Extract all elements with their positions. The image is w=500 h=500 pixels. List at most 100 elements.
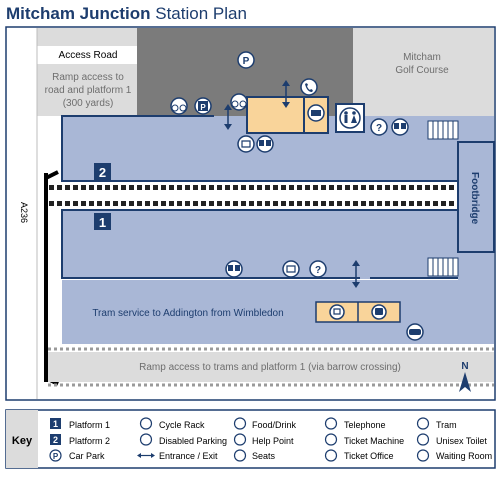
- tram-service-label: Tram service to Addington from Wimbledon: [92, 308, 283, 319]
- key-label: Food/Drink: [252, 420, 297, 430]
- key-label: Disabled Parking: [159, 436, 227, 446]
- platform-1-edge: [61, 209, 360, 279]
- key-label: Cycle Rack: [159, 420, 205, 430]
- title-bold: Mitcham Junction: [6, 4, 151, 23]
- key-item-telephone: Telephone: [324, 417, 386, 430]
- help-point-icon: [233, 433, 247, 446]
- ticket-machine-icon: [324, 433, 338, 446]
- entrance-exit-icon: [352, 260, 360, 288]
- help-point-icon: ?: [309, 260, 327, 278]
- tram-icon: [406, 323, 424, 341]
- stairs-bottom: [427, 257, 459, 277]
- key-item-food-drink: Food/Drink: [233, 417, 297, 430]
- platform-2-badge: 2: [94, 163, 111, 180]
- track-up: [44, 185, 458, 190]
- key-label: Telephone: [344, 420, 386, 430]
- key-item-cycle-rack: Cycle Rack: [139, 417, 205, 430]
- key-label: Car Park: [69, 451, 105, 461]
- ramp-bottom-label: Ramp access to trams and platform 1 (via…: [139, 362, 401, 373]
- page-title: Mitcham Junction Station Plan: [6, 4, 247, 24]
- access-road-label: Access Road: [59, 50, 118, 61]
- key-label: Unisex Toilet: [436, 436, 487, 446]
- key-label: Ticket Machine: [344, 436, 404, 446]
- platform-2-number: 2: [99, 165, 106, 180]
- key-heading-panel: [6, 410, 38, 468]
- help-point-icon: ?: [370, 118, 388, 136]
- top-left-verge: [37, 28, 139, 46]
- ramp-area-bottom: [48, 352, 494, 382]
- key-label: Tram: [436, 420, 457, 430]
- platform-2-badge: 2: [53, 435, 58, 445]
- key-item-unisex-toilet: Unisex Toilet: [416, 433, 487, 446]
- food-drink-icon: [233, 417, 247, 430]
- key-label: Waiting Room: [436, 451, 492, 461]
- platform-1-badge: 1: [53, 419, 58, 429]
- golf-course-line-2: Golf Course: [395, 65, 449, 76]
- key-item-entrance-exit: Entrance / Exit: [137, 451, 218, 461]
- svg-text:P: P: [243, 56, 250, 67]
- unisex-toilet-icon: [416, 433, 430, 446]
- platform-1: [62, 209, 458, 279]
- key-item-seats: Seats: [233, 449, 276, 462]
- platform-1-badge: 1: [94, 213, 111, 230]
- key-item-ticket-office: Ticket Office: [324, 449, 394, 462]
- key-item-waiting-room: Waiting Room: [416, 449, 492, 462]
- tram-icon: [416, 417, 430, 430]
- key-item-platform-2: 2 Platform 2: [50, 434, 110, 446]
- tram-icon: [371, 304, 387, 320]
- footbridge-outline: [457, 141, 495, 253]
- stairs-top: [427, 120, 459, 140]
- cycle-rack-icon: [170, 97, 188, 115]
- key-label: Platform 1: [69, 420, 110, 430]
- svg-text:?: ?: [315, 265, 321, 276]
- car-park-icon: P: [237, 51, 255, 69]
- ticket-machine-icon: [282, 260, 300, 278]
- key-heading: Key: [12, 435, 33, 447]
- access-road: [37, 46, 139, 64]
- car-park-icon: P: [53, 452, 59, 461]
- golf-course-area: [353, 28, 494, 116]
- seats-icon: [233, 449, 247, 462]
- north-label: N: [461, 361, 468, 372]
- key-item-car-park: P Car Park: [49, 449, 105, 462]
- ramp-area-top: [37, 64, 139, 116]
- a236-label: A236: [19, 202, 29, 223]
- key-item-help-point: Help Point: [233, 433, 294, 446]
- key-label: Entrance / Exit: [159, 451, 218, 461]
- ticket-machine-icon: [329, 304, 345, 320]
- telephone-icon: [324, 417, 338, 430]
- ticket-office-icon: [307, 104, 325, 122]
- key-box: [5, 409, 496, 469]
- station-building: [246, 96, 305, 134]
- telephone-icon: [300, 78, 318, 96]
- disabled-parking-icon: P: [194, 97, 212, 115]
- disabled-parking-icon: [139, 433, 153, 446]
- track-down: [44, 201, 458, 206]
- key-item-platform-1: 1 Platform 1: [50, 418, 110, 430]
- waiting-room-icon: [416, 449, 430, 462]
- seats-icon: [391, 118, 409, 136]
- platform-1-number: 1: [99, 215, 106, 230]
- cycle-rack-icon: [230, 93, 248, 111]
- key-item-tram: Tram: [416, 417, 457, 430]
- ticket-office-icon: [324, 449, 338, 462]
- road-bridge-wall-top: [45, 170, 59, 180]
- unisex-toilet-icon: [339, 107, 361, 129]
- key-label: Help Point: [252, 436, 294, 446]
- title-rest: Station Plan: [155, 4, 247, 23]
- key-label: Platform 2: [69, 436, 110, 446]
- seats-icon: [225, 260, 243, 278]
- entrance-exit-icon: [282, 80, 290, 108]
- key-label: Ticket Office: [344, 451, 394, 461]
- svg-text:P: P: [200, 103, 206, 112]
- ticket-machine-icon: [237, 135, 255, 153]
- key-item-ticket-machine: Ticket Machine: [324, 433, 404, 446]
- platform-2-edge: [61, 115, 214, 182]
- seats-icon: [256, 135, 274, 153]
- ramp-top-line-1: Ramp access to: [52, 72, 124, 83]
- entrance-exit-icon: [137, 453, 155, 458]
- golf-course-line-1: Mitcham: [403, 52, 441, 63]
- ramp-top-line-3: (300 yards): [63, 98, 114, 109]
